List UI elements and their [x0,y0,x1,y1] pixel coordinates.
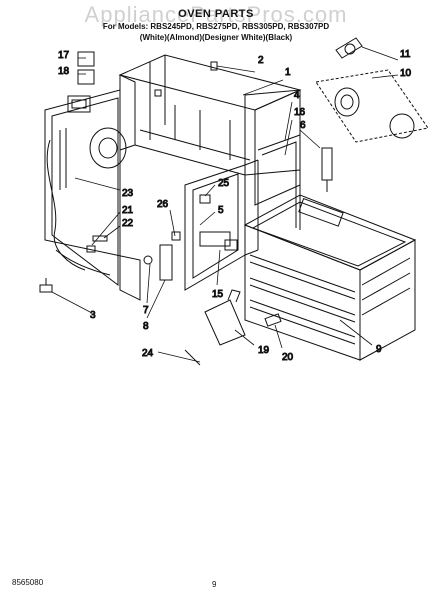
callout-20: 20 [282,352,294,363]
watermark-text: AppliancePartsPros.com [84,2,348,27]
callout-23: 22 [122,218,134,229]
callout-22: 21 [122,205,134,216]
callout-25: 25 [218,178,230,189]
callout-18: 18 [58,66,70,77]
rear-panel [44,89,141,301]
model-list: For Models: RBS245PD, RBS275PD, RBS305PD… [102,22,330,31]
callout-9: 9 [376,344,382,355]
callout-5: 5 [218,205,224,216]
callout-6: 6 [300,120,306,131]
door-gasket [257,134,301,230]
leader-lines [51,46,399,363]
callout-10: 10 [400,68,412,79]
color-list: (White)(Almond)(Designer White)(Black) [139,33,293,42]
callout-4: 4 [294,90,300,101]
page-number: 9 [212,580,217,589]
callout-3: 3 [90,310,96,321]
callout-24: 23 [122,188,134,199]
callout-17: 17 [58,50,70,61]
element-terminal [321,147,333,192]
diagram-title: OVEN PARTS [178,8,254,20]
callout-8: 8 [143,321,149,332]
callout-11: 11 [400,49,411,60]
callout-26: 26 [157,199,169,210]
callout-19: 19 [258,345,270,356]
callout-2: 2 [258,55,264,66]
oven-cabinet-shell [118,54,302,206]
callout-labels: 2 1 11 10 4 16 6 17 18 23 21 22 26 25 5 … [58,49,413,364]
callout-15: 15 [212,289,224,300]
callout-16: 16 [294,107,306,118]
oven-light-assembly [315,37,429,143]
oven-liner [243,194,417,361]
callout-1: 1 [285,67,291,78]
document-code: 8565080 [12,578,44,587]
callout-7: 7 [143,305,149,316]
callout-21: 24 [142,348,154,359]
hardware-parts [39,51,282,366]
